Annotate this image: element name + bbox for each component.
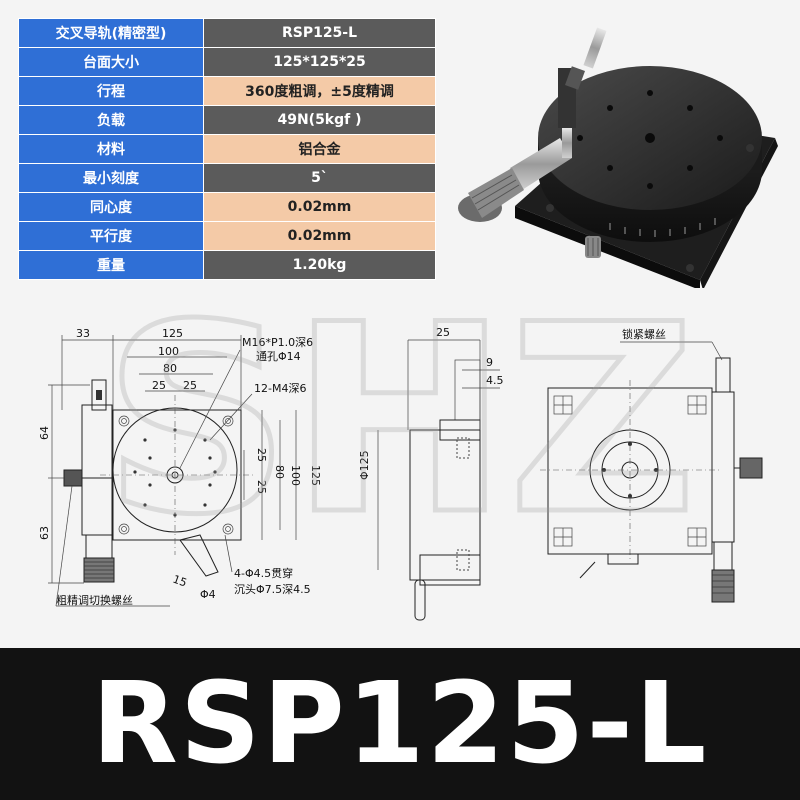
technical-drawing: 33 125 100 80 25 25 64 63 125 100 80 25 … bbox=[38, 326, 763, 621]
note-lock-screw: 锁紧螺丝 bbox=[622, 327, 666, 341]
top-view: 33 125 100 80 25 25 64 63 125 100 80 25 … bbox=[38, 327, 322, 607]
spec-row: 材料铝合金 bbox=[18, 134, 436, 164]
dim-v100: 100 bbox=[289, 465, 302, 486]
dim-15: 15 bbox=[171, 573, 189, 590]
dim-side-25: 25 bbox=[436, 326, 450, 339]
dim-100: 100 bbox=[158, 345, 179, 358]
spec-label: 最小刻度 bbox=[18, 163, 204, 193]
spec-label: 负载 bbox=[18, 105, 204, 135]
spec-label: 行程 bbox=[18, 76, 204, 106]
note-coarse-fine: 粗精调切换螺丝 bbox=[56, 593, 133, 607]
spec-label: 台面大小 bbox=[18, 47, 204, 77]
dim-64: 64 bbox=[38, 426, 51, 440]
dim-phi125: Φ125 bbox=[358, 450, 371, 480]
front-view: 锁紧螺丝 bbox=[540, 327, 763, 603]
note-m4: 12-M4深6 bbox=[254, 382, 306, 395]
model-title: RSP125-L bbox=[91, 659, 709, 789]
dim-side-9: 9 bbox=[486, 356, 493, 369]
spec-label: 同心度 bbox=[18, 192, 204, 222]
spec-value: 0.02mm bbox=[203, 221, 436, 251]
spec-value: 360度粗调，±5度精调 bbox=[203, 76, 436, 106]
spec-row: 交叉导轨(精密型)RSP125-L bbox=[18, 18, 436, 48]
dim-63: 63 bbox=[38, 526, 51, 540]
spec-value: 49N(5kgf ) bbox=[203, 105, 436, 135]
note-holes: 4-Φ4.5贯穿 bbox=[234, 566, 293, 580]
dim-phi4: Φ4 bbox=[200, 588, 216, 601]
spec-value: 1.20kg bbox=[203, 250, 436, 280]
dim-side-4.5: 4.5 bbox=[486, 374, 504, 387]
model-banner: RSP125-L bbox=[0, 648, 800, 800]
spec-value: 0.02mm bbox=[203, 192, 436, 222]
spec-value: RSP125-L bbox=[203, 18, 436, 48]
side-view: 25 9 4.5 Φ125 bbox=[358, 326, 504, 621]
spec-value: 铝合金 bbox=[203, 134, 436, 164]
spec-label: 材料 bbox=[18, 134, 204, 164]
dim-80: 80 bbox=[163, 362, 177, 375]
spec-label: 交叉导轨(精密型) bbox=[18, 18, 204, 48]
spec-value: 125*125*25 bbox=[203, 47, 436, 77]
note-m16-through: 通孔Φ14 bbox=[256, 350, 301, 363]
note-counterbore: 沉头Φ7.5深4.5 bbox=[234, 583, 311, 596]
dim-v25a: 25 bbox=[255, 448, 268, 462]
product-photo bbox=[458, 27, 778, 288]
dim-v125: 125 bbox=[309, 465, 322, 486]
dim-v80: 80 bbox=[273, 465, 286, 479]
dim-25a: 25 bbox=[152, 379, 166, 392]
dim-33: 33 bbox=[76, 327, 90, 340]
spec-value: 5` bbox=[203, 163, 436, 193]
dim-v25b: 25 bbox=[255, 480, 268, 494]
spec-label: 重量 bbox=[18, 250, 204, 280]
spec-label: 平行度 bbox=[18, 221, 204, 251]
dim-125: 125 bbox=[162, 327, 183, 340]
note-m16: M16*P1.0深6 bbox=[242, 336, 313, 349]
dim-25b: 25 bbox=[183, 379, 197, 392]
